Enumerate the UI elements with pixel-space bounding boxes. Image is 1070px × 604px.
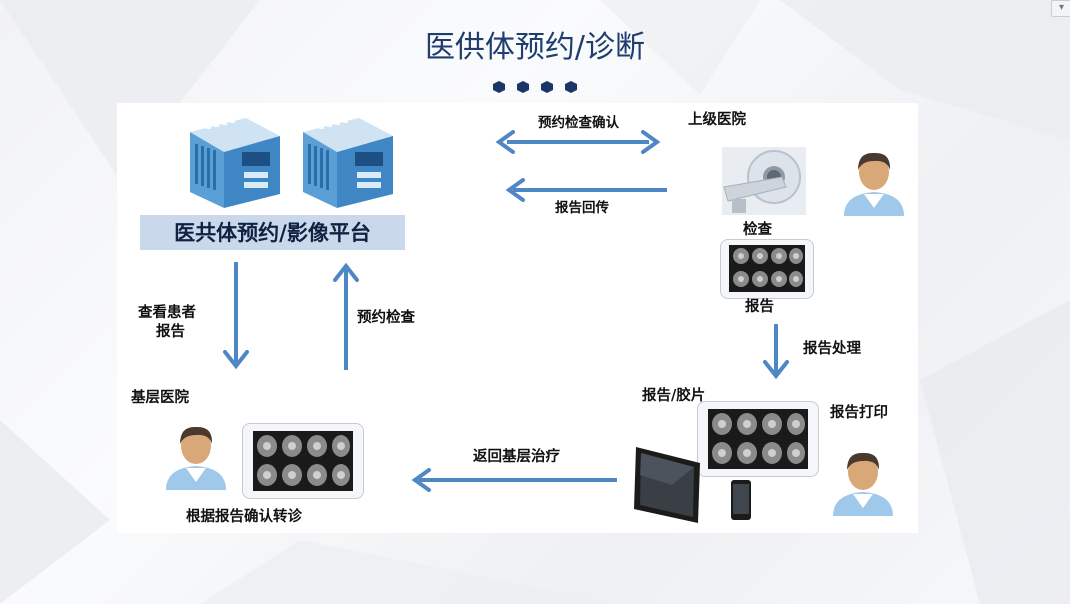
double-arrow	[495, 130, 661, 154]
mobile-device-icon	[634, 447, 700, 523]
label-confirm-exam: 预约检查确认	[538, 115, 619, 131]
label-view-report-line2: 报告	[156, 323, 185, 340]
doctor-avatar-icon	[833, 452, 893, 516]
label-report-processing: 报告处理	[803, 340, 861, 357]
corner-menu-button[interactable]: ▾	[1051, 0, 1070, 17]
left-arrow-report-return	[505, 178, 667, 202]
label-return-treatment: 返回基层治疗	[473, 448, 560, 465]
platform-box: 医共体预约/影像平台	[140, 215, 405, 250]
label-report-return: 报告回传	[555, 200, 609, 216]
dot-icon	[565, 81, 577, 93]
label-basic-hospital: 基层医院	[131, 389, 189, 406]
dot-icon	[517, 81, 529, 93]
label-book-exam: 预约检查	[357, 309, 415, 326]
label-report: 报告	[745, 298, 774, 315]
down-arrow-report-processing	[763, 324, 789, 380]
label-report-film: 报告/胶片	[642, 387, 706, 404]
label-view-report-line1: 查看患者	[138, 304, 196, 321]
tablet-report-icon	[242, 423, 364, 499]
down-arrow-view-report	[223, 262, 249, 370]
up-arrow-book-exam	[333, 262, 359, 370]
slide-title: 医供体预约/诊断	[424, 30, 646, 65]
tablet-report-icon	[697, 401, 819, 477]
dot-icon	[541, 81, 553, 93]
left-arrow-return-treatment	[411, 468, 617, 492]
title-dots	[0, 78, 1070, 97]
label-upper-hospital: 上级医院	[688, 111, 746, 128]
doctor-avatar-icon	[844, 152, 904, 216]
label-report-print: 报告打印	[830, 404, 888, 421]
server-icon	[303, 118, 393, 208]
label-exam: 检查	[743, 221, 772, 238]
server-icon	[190, 118, 280, 208]
mobile-device-icon	[731, 480, 751, 520]
dot-icon	[493, 81, 505, 93]
tablet-report-icon	[720, 239, 814, 299]
patient-avatar-icon	[166, 426, 226, 490]
label-confirm-referral: 根据报告确认转诊	[186, 508, 302, 525]
ct-scanner-icon	[722, 147, 806, 215]
